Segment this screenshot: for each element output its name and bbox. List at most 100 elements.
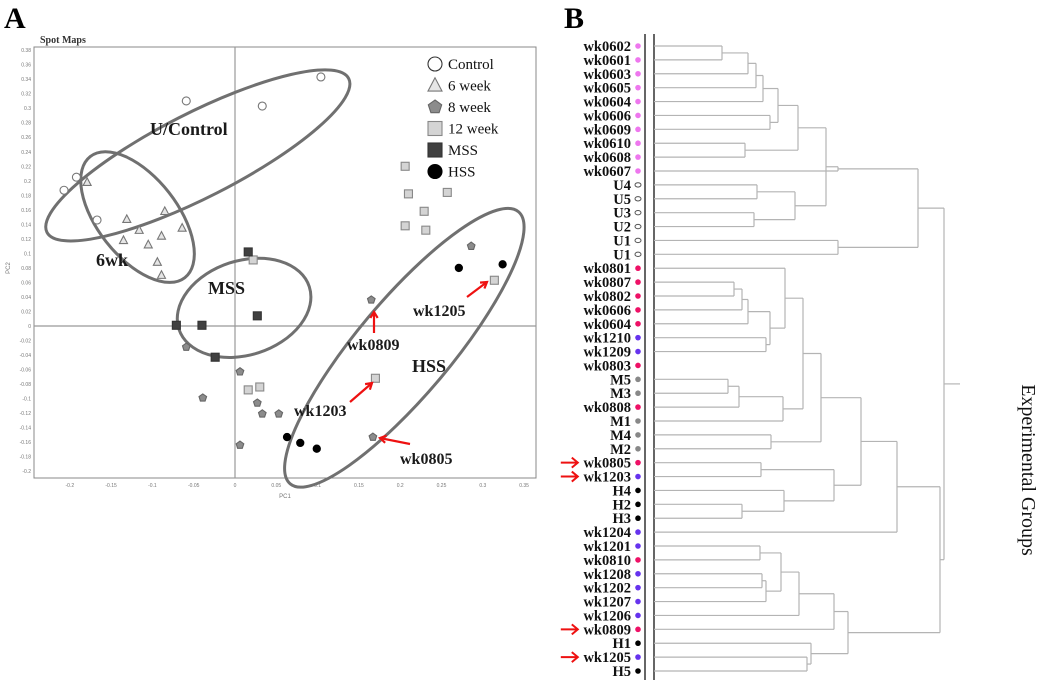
leaf-label: H1 — [612, 636, 631, 652]
dendrogram-branches — [654, 45, 960, 672]
dendrogram-leaf: wk0603 — [583, 67, 641, 83]
y-tick-label: -0.2 — [22, 469, 31, 475]
dendrogram-leaf: H2 — [612, 497, 641, 513]
leaf-label: M3 — [610, 386, 631, 402]
y-tick-label: 0.12 — [21, 237, 31, 243]
dendrogram-leaf: H3 — [612, 511, 641, 527]
leaf-label: wk1206 — [583, 608, 631, 624]
leaf-label: U4 — [613, 178, 631, 194]
legend-marker-hss — [427, 163, 443, 180]
y-axis-ticks: 0.380.360.340.320.30.280.260.240.220.20.… — [20, 48, 32, 475]
point-12-week — [419, 206, 429, 216]
dendrogram-leaf: wk1201 — [583, 539, 641, 555]
point-control — [257, 101, 267, 111]
leaf-group-dot — [635, 584, 641, 591]
dendrogram-leaf: wk0809 — [560, 622, 641, 638]
x-tick-label: 0.05 — [271, 483, 281, 489]
leaf-label: M2 — [610, 442, 631, 458]
annotation-arrow — [349, 381, 374, 403]
leaf-label: wk0606 — [583, 303, 631, 319]
dendrogram-leaf: wk0802 — [583, 289, 641, 305]
dendrogram-leaf: wk0601 — [583, 53, 641, 69]
point-control — [92, 215, 102, 225]
cluster-label-hss: HSS — [412, 356, 446, 376]
point-6-week — [156, 269, 167, 279]
dendrogram-leaf: U4 — [613, 178, 642, 194]
point-6-week — [156, 230, 167, 240]
dendrogram-leaf: wk0606 — [583, 303, 641, 319]
leaf-label: wk0604 — [583, 95, 631, 111]
leaf-group-dot — [634, 251, 642, 258]
point-12-week — [442, 187, 452, 197]
dendrogram-leaf: wk0610 — [583, 136, 641, 152]
point-6-week — [143, 239, 154, 249]
point-hss — [454, 263, 463, 273]
x-tick-label: -0.15 — [105, 483, 117, 489]
y-tick-label: 0.2 — [24, 179, 31, 185]
leaf-group-dot — [634, 223, 642, 230]
y-tick-label: 0.06 — [21, 280, 31, 286]
y-tick-label: -0.04 — [20, 353, 32, 359]
annotation-wk1203: wk1203 — [294, 403, 346, 420]
point-8-week — [235, 440, 245, 449]
point-12-week — [248, 255, 258, 265]
y-tick-label: 0.22 — [21, 164, 31, 170]
leaf-label: wk0610 — [583, 136, 631, 152]
y-tick-label: -0.08 — [20, 382, 32, 388]
leaf-label: U1 — [613, 233, 631, 249]
y-tick-label: 0.16 — [21, 208, 31, 214]
data-points — [59, 72, 507, 453]
point-control — [181, 96, 191, 106]
leaf-group-dot — [635, 654, 641, 660]
dendrogram-leaf: wk1205 — [560, 650, 641, 666]
point-6-week — [159, 205, 170, 216]
point-8-week — [252, 398, 262, 407]
point-hss — [312, 444, 321, 453]
dendrogram-leaves: wk0602wk0601wk0603wk0605wk0604wk0606wk06… — [560, 39, 642, 680]
dendrogram-leaf: wk1204 — [583, 525, 641, 541]
leaf-group-dot — [635, 445, 641, 452]
y-tick-label: -0.18 — [20, 455, 32, 461]
point-8-week — [257, 409, 267, 418]
point-hss — [498, 260, 507, 269]
annotation-arrow — [369, 309, 379, 333]
y-tick-label: 0.1 — [24, 251, 31, 257]
point-12-week — [400, 161, 410, 171]
leaf-group-dot — [635, 570, 641, 577]
leaf-label: U3 — [613, 206, 631, 222]
leaf-label: U2 — [613, 220, 631, 236]
leaf-label: wk0609 — [583, 122, 631, 138]
point-6-week — [177, 222, 188, 232]
dendrogram-leaf: wk1206 — [583, 608, 641, 624]
leaf-group-dot — [634, 209, 642, 216]
dendrogram-leaf: wk1208 — [583, 567, 641, 583]
x-tick-label: 0.2 — [397, 483, 404, 489]
leaf-group-dot — [635, 543, 641, 549]
leaf-group-dot — [635, 126, 641, 133]
dendrogram-leaf: M4 — [610, 428, 641, 444]
dendrogram-leaf: wk0608 — [583, 150, 641, 166]
y-tick-label: 0.18 — [21, 193, 31, 199]
dendrogram-leaf: wk0604 — [583, 95, 641, 111]
x-tick-label: 0.25 — [437, 483, 447, 489]
y-tick-label: 0.34 — [21, 77, 31, 83]
legend-label-mss: MSS — [448, 143, 478, 159]
dendrogram-leaf: wk1207 — [583, 595, 641, 611]
legend-label-8-week: 8 week — [448, 100, 491, 116]
leaf-label: wk0601 — [583, 53, 631, 69]
dendrogram-side-label: Experimental Groups — [1017, 384, 1039, 556]
leaf-highlight-arrow — [560, 651, 580, 663]
leaf-group-dot — [635, 376, 641, 383]
leaf-group-dot — [635, 168, 641, 174]
leaf-label: M5 — [610, 372, 631, 388]
dendrogram-leaf: wk0810 — [583, 553, 641, 569]
annotation-wk1205: wk1205 — [413, 303, 465, 320]
leaf-label: H3 — [612, 511, 631, 527]
dendrogram-leaf: wk0805 — [560, 456, 641, 472]
y-tick-label: 0.14 — [21, 222, 31, 228]
point-hss — [282, 432, 292, 442]
y-tick-label: 0.32 — [21, 92, 31, 98]
